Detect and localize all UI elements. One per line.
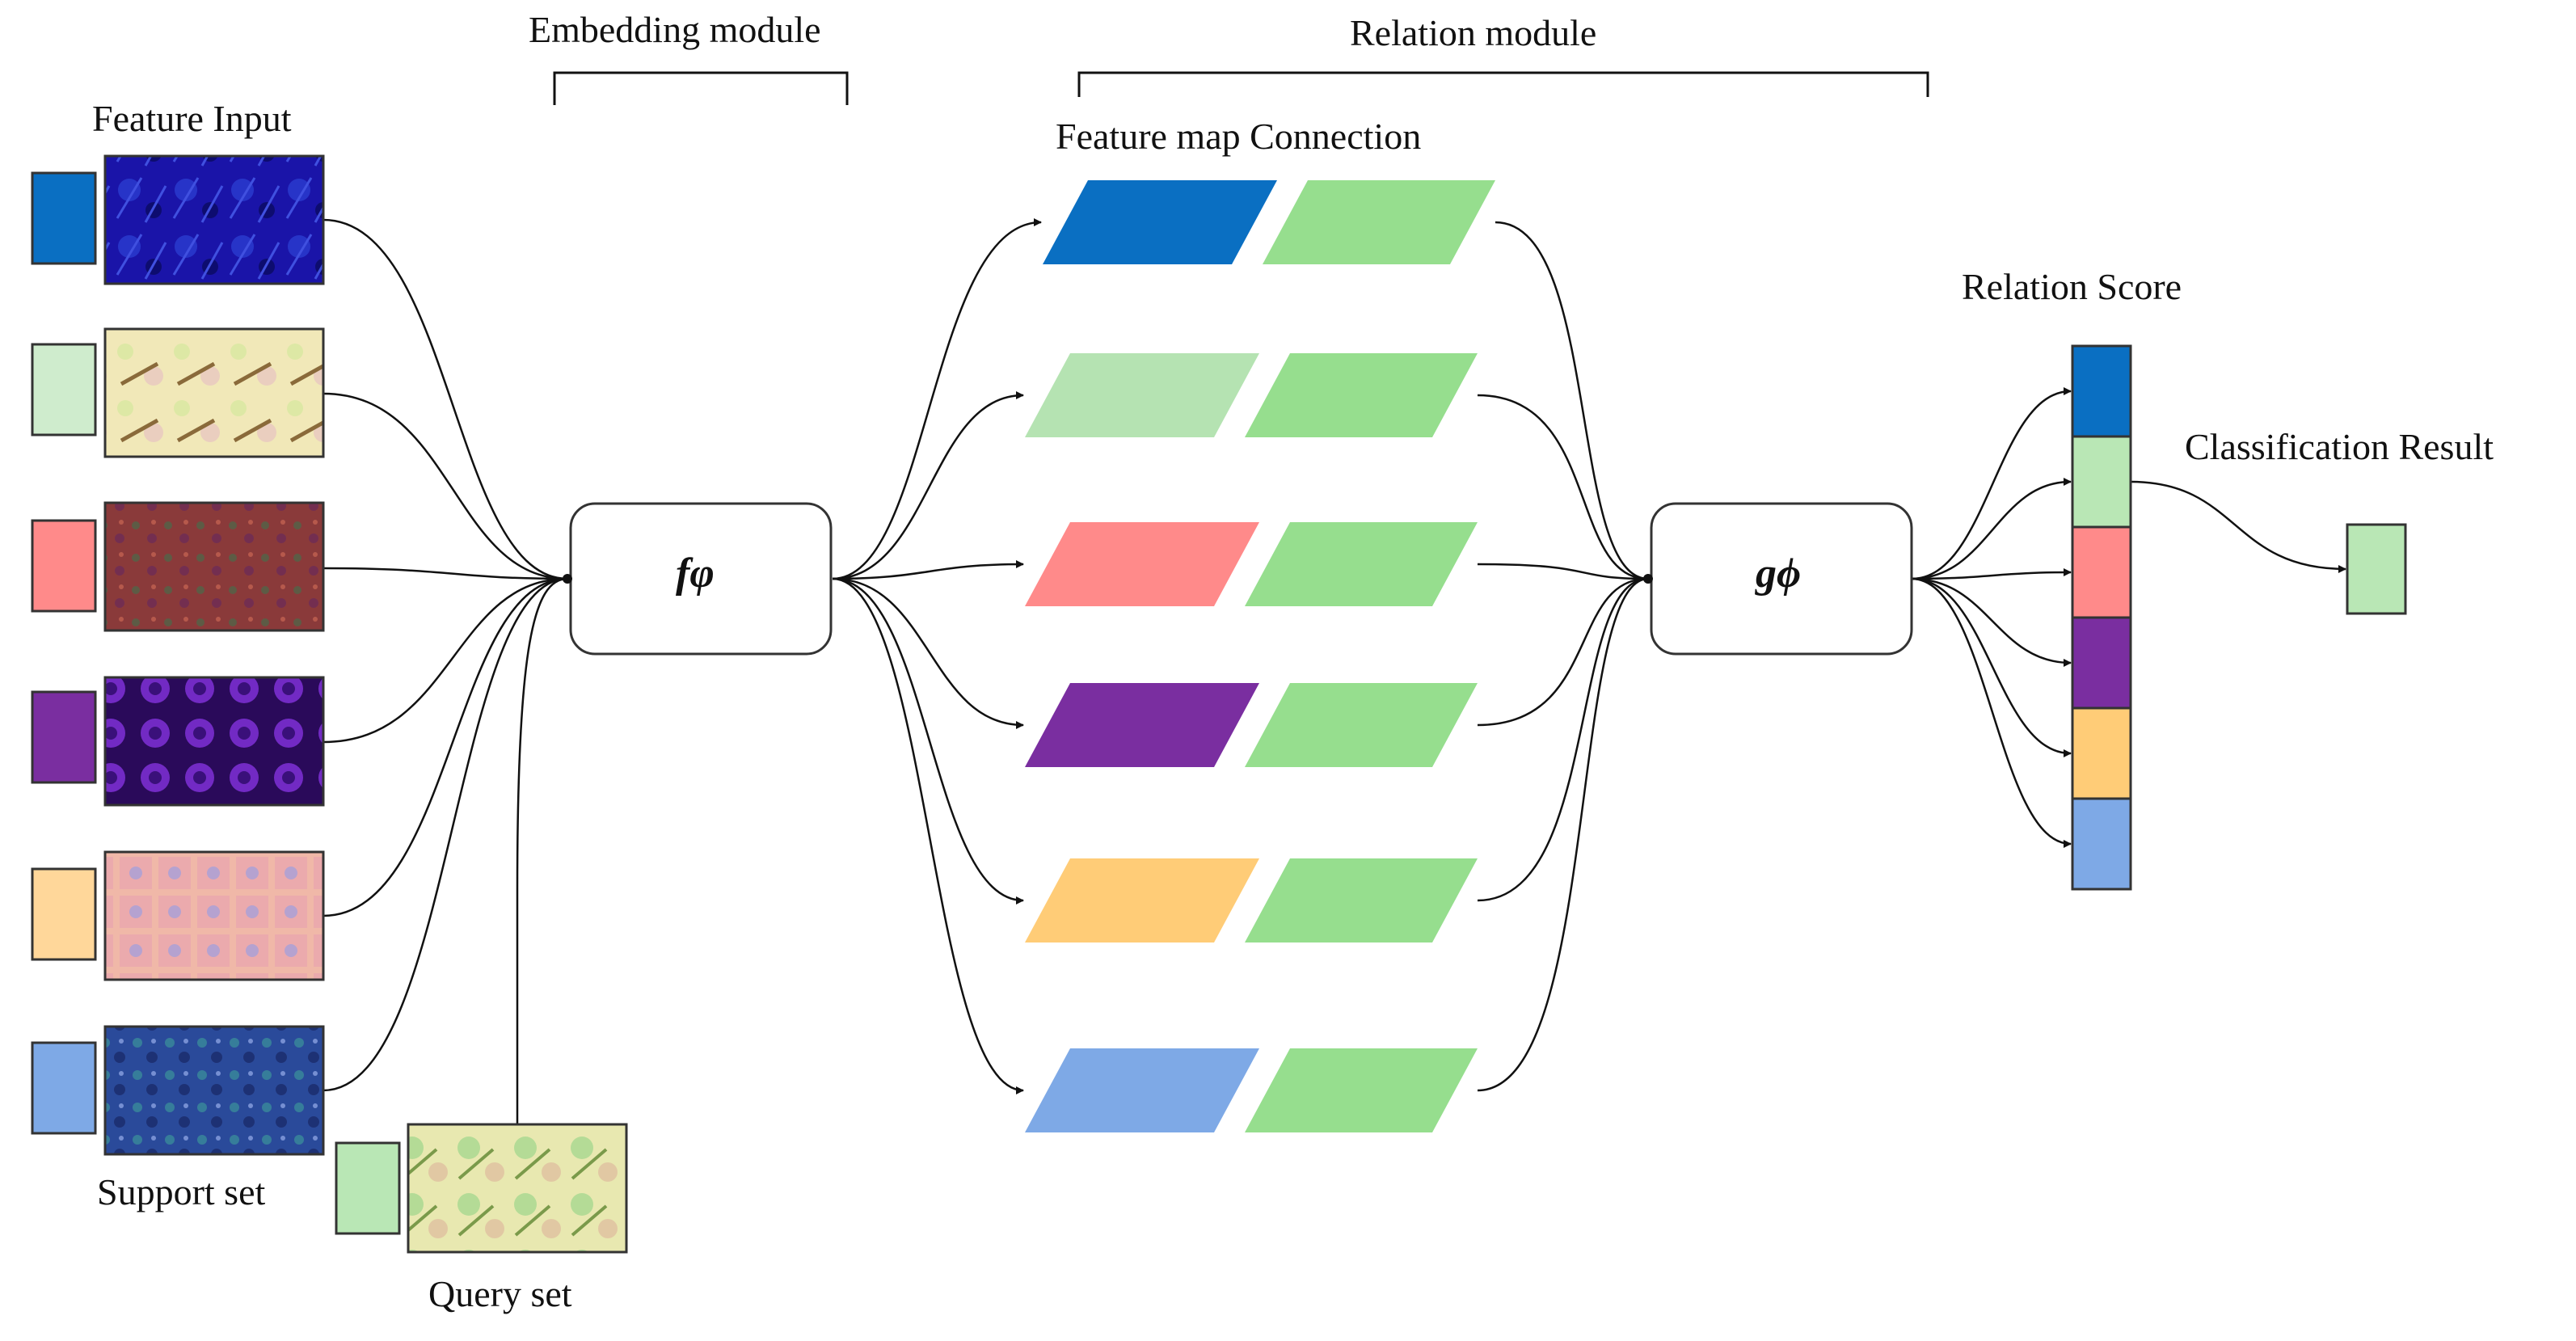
support-image-2	[103, 327, 325, 458]
support-connector-1	[323, 218, 568, 580]
embedding-to-map-arrow-1	[832, 218, 1042, 580]
support-feature-map-6	[1025, 1048, 1259, 1132]
relation-function-label: gϕ	[1756, 550, 1802, 597]
relation-to-score-arrow-4	[1911, 577, 2072, 667]
feature-map-connection-label: Feature map Connection	[1056, 116, 1422, 157]
relation-module-label: Relation module	[1350, 12, 1597, 53]
support-swatch-6	[31, 1041, 97, 1135]
support-image-4	[103, 676, 325, 807]
support-image-1	[103, 154, 325, 285]
support-connector-4	[323, 577, 568, 744]
query-set-label: Query set	[428, 1273, 572, 1314]
embedding-to-map-arrow-4	[832, 577, 1024, 729]
support-feature-map-5	[1025, 858, 1259, 942]
support-swatch-3	[31, 519, 97, 613]
support-image-3	[103, 501, 325, 632]
support-connector-3	[323, 567, 568, 580]
embedding-to-map-arrow-2	[832, 391, 1024, 580]
query-feature-map-2	[1245, 353, 1478, 437]
feature-input-label: Feature Input	[92, 98, 292, 139]
query-feature-map-1	[1263, 180, 1495, 264]
embedding-to-map-arrow-5	[832, 577, 1024, 905]
relation-bracket	[1077, 71, 1929, 97]
embedding-to-map-arrow-6	[832, 577, 1024, 1094]
embedding-hub-dot	[563, 574, 572, 584]
support-image-5	[103, 850, 325, 981]
support-swatch-1	[31, 171, 97, 265]
classification-result-swatch	[2346, 523, 2407, 615]
support-connector-5	[323, 577, 568, 917]
relation-to-score-arrow-6	[1911, 577, 2072, 848]
embedding-module-label: Embedding module	[529, 9, 821, 50]
relation-score-cell-4	[2071, 616, 2132, 710]
support-connector-6	[323, 577, 568, 1092]
relation-to-score-arrow-5	[1911, 577, 2072, 757]
relation-score-cell-1	[2071, 344, 2132, 438]
relation-score-bar	[2071, 344, 2132, 891]
support-image-6	[103, 1025, 325, 1156]
support-set-label: Support set	[97, 1171, 266, 1212]
support-swatch-5	[31, 867, 97, 961]
relation-score-cell-6	[2071, 797, 2132, 891]
support-feature-map-1	[1043, 180, 1277, 264]
map-to-relation-connector-5	[1477, 577, 1649, 902]
relation-score-cell-2	[2071, 435, 2132, 529]
feature-map-connections	[1025, 180, 1495, 1132]
classification-result-label: Classification Result	[2185, 426, 2494, 467]
relation-score-cell-5	[2071, 706, 2132, 800]
embedding-function-label: fφ	[676, 550, 715, 597]
map-to-relation-connector-2	[1477, 394, 1649, 580]
embedding-bracket	[553, 71, 849, 105]
relation-to-score-arrow-3	[1911, 568, 2072, 580]
relation-score-label: Relation Score	[1962, 266, 2182, 307]
query-feature-map-4	[1245, 683, 1478, 767]
query-feature-map-3	[1245, 522, 1478, 606]
relation-score-cell-3	[2071, 525, 2132, 619]
map-to-relation-connector-6	[1477, 577, 1649, 1092]
relation-hub-dot	[1643, 574, 1653, 584]
map-to-relation-connector-1	[1495, 221, 1649, 580]
query-feature-map-5	[1245, 858, 1478, 942]
relation-to-score-arrow-1	[1911, 387, 2072, 580]
support-swatch-4	[31, 690, 97, 784]
support-feature-map-4	[1025, 683, 1259, 767]
embedding-to-map-arrow-3	[832, 560, 1024, 580]
map-to-relation-connector-3	[1477, 563, 1649, 580]
relation-to-score-arrow-2	[1911, 478, 2072, 580]
support-set	[31, 154, 325, 1156]
query-feature-map-6	[1245, 1048, 1478, 1132]
query-connector	[516, 577, 568, 1124]
support-connector-2	[323, 392, 568, 580]
support-feature-map-2	[1025, 353, 1259, 437]
query-image	[407, 1123, 628, 1254]
query-set	[335, 1123, 628, 1254]
score-to-result-arrow	[2130, 480, 2346, 573]
query-swatch	[335, 1141, 401, 1235]
map-to-relation-connector-4	[1477, 577, 1649, 727]
support-swatch-2	[31, 343, 97, 436]
connector-lines	[323, 218, 2346, 1124]
support-feature-map-3	[1025, 522, 1259, 606]
